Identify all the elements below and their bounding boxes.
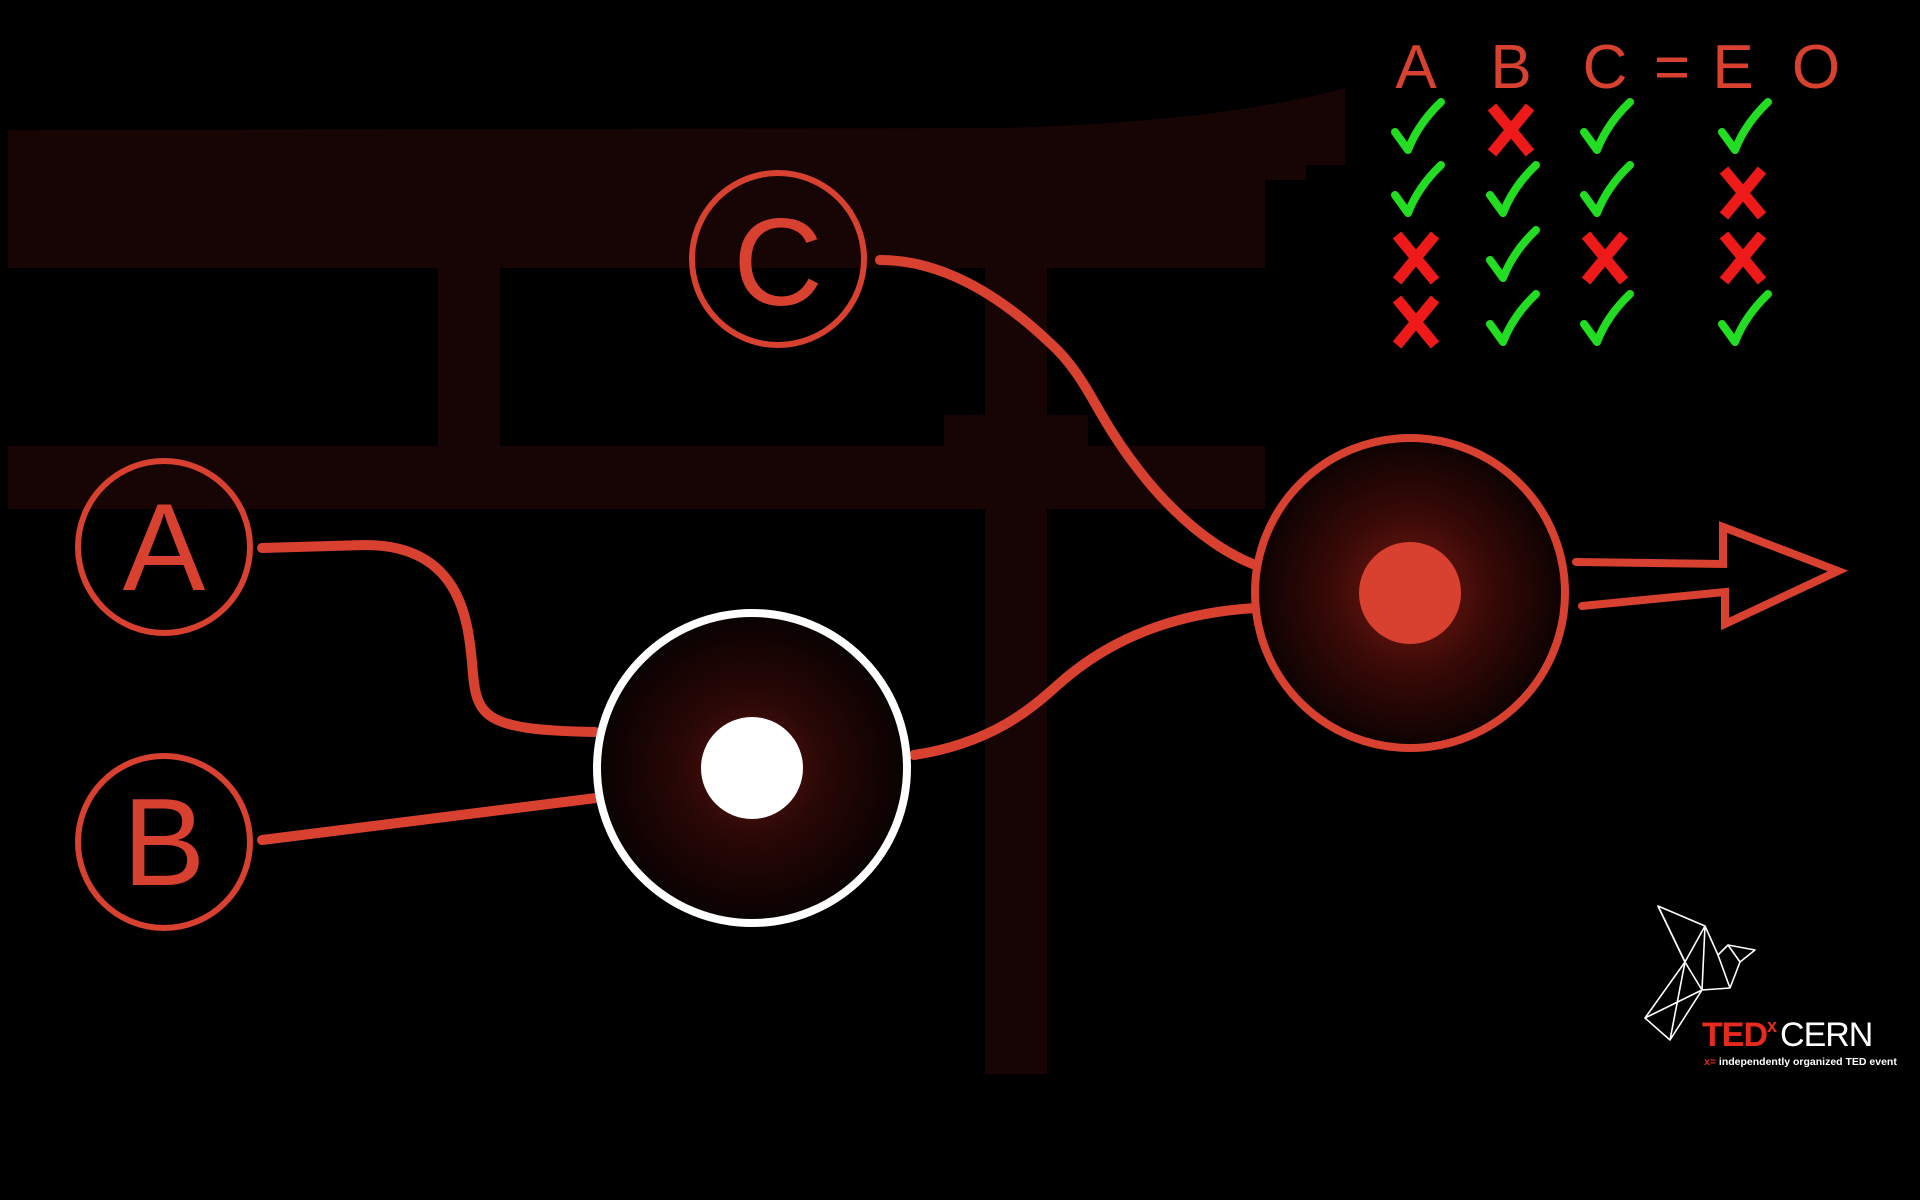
cross-icon-r3-e [1719, 231, 1767, 285]
check-icon-r2-c [1580, 161, 1634, 217]
truth-table-headers: A B C = E O [1395, 33, 1840, 102]
header-b: B [1490, 33, 1531, 102]
check-icon-r4-e [1718, 290, 1772, 346]
check-icon-r2-a [1391, 161, 1445, 217]
header-e: E [1712, 33, 1753, 102]
wire-c [875, 255, 1260, 570]
input-b: B [75, 753, 253, 931]
check-icon-r4-b [1486, 290, 1540, 346]
gate-white [593, 609, 911, 927]
gate-white-core [701, 717, 803, 819]
wire-b [257, 793, 601, 845]
check-icon-r4-c [1580, 290, 1634, 346]
wire-a [257, 539, 600, 737]
input-a: A [75, 458, 253, 636]
cross-icon-r1-b [1487, 103, 1535, 157]
gate-red [1251, 434, 1569, 752]
truth-table-marks [1391, 98, 1772, 349]
header-a: A [1395, 33, 1437, 102]
tagline-eq: = [1709, 1056, 1716, 1068]
check-icon-r1-c [1580, 98, 1634, 154]
input-c: C [689, 170, 867, 348]
wires [257, 255, 1849, 845]
cern-text: CERN [1780, 1016, 1873, 1054]
check-icon-r3-b [1486, 226, 1540, 282]
input-c-label: C [733, 194, 823, 332]
cross-icon-r2-e [1719, 166, 1767, 220]
tagline-x: x [1704, 1056, 1710, 1068]
wire-gate1-out [909, 603, 1260, 760]
ted-x: x [1767, 1016, 1777, 1036]
tedx-tagline: x= independently organized TED event [1704, 1056, 1897, 1068]
cross-icon-r3-c [1581, 231, 1629, 285]
gate-red-core [1359, 542, 1461, 644]
tagline-text: independently organized TED event [1718, 1056, 1897, 1068]
check-icon-r1-a [1391, 98, 1445, 154]
check-icon-r1-e [1718, 98, 1772, 154]
output-arrow-icon [1572, 521, 1849, 631]
input-a-label: A [123, 479, 206, 617]
cross-icon-r4-a [1392, 295, 1440, 349]
cross-icon-r3-a [1392, 231, 1440, 285]
header-equals: = [1654, 33, 1690, 102]
truth-table: A B C = E O [1391, 33, 1840, 349]
ted-text: TED [1702, 1016, 1768, 1054]
header-o: O [1792, 33, 1840, 102]
origami-bird-logo [1644, 905, 1756, 1041]
check-icon-r2-b [1486, 161, 1540, 217]
header-c: C [1583, 33, 1628, 102]
input-b-label: B [123, 774, 206, 912]
torii-gate-background [8, 88, 1345, 1074]
